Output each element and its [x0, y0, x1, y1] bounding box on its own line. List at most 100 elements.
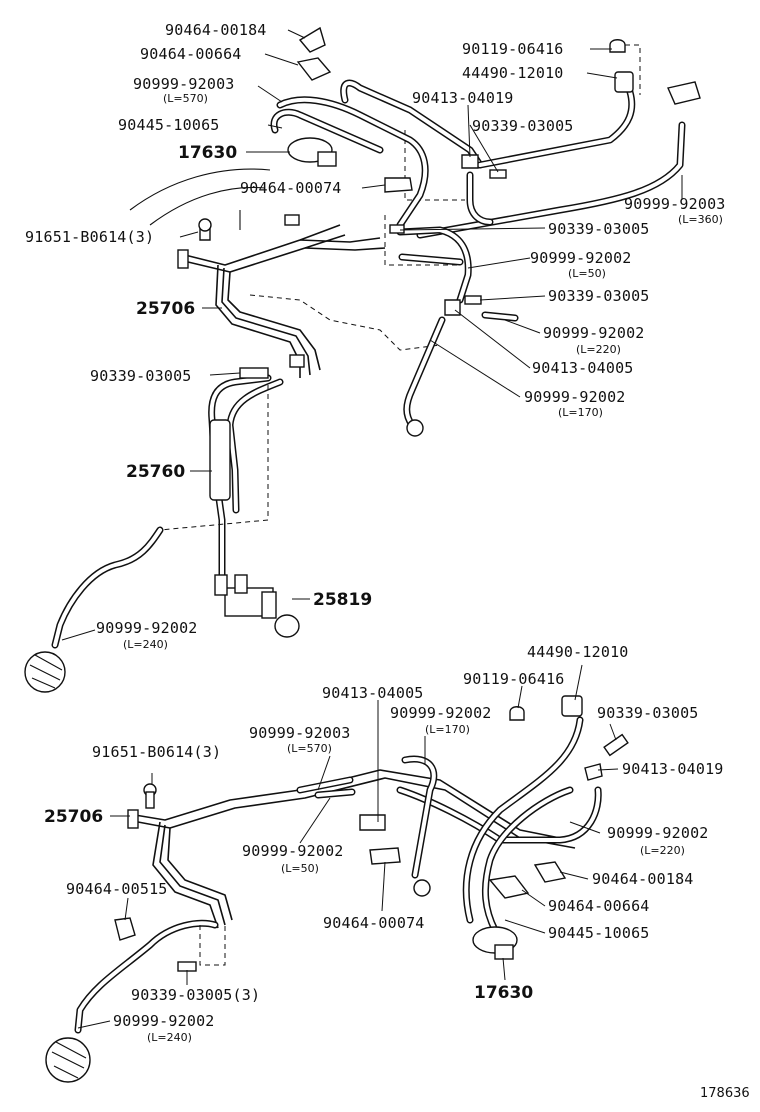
part-label: 90339-03005 — [548, 287, 650, 305]
plug-90339-03005-upper-a — [489, 169, 507, 179]
bolt-90119-06416-lower — [509, 706, 525, 721]
hose-sleeve — [209, 419, 231, 501]
clamp-90464-00074-lower — [369, 847, 401, 865]
lower-labels: 44490-12010 90119-06416 90413-04005 9099… — [44, 643, 724, 1044]
hose-end-fitting-lower — [413, 879, 431, 897]
pipe-25706-line-1 — [184, 224, 341, 266]
part-label: 90464-00664 — [140, 45, 242, 63]
length-label: (L=360) — [678, 213, 723, 226]
part-label: 90999-92002 — [113, 1012, 215, 1030]
connector-guide-dashed — [384, 215, 460, 266]
bolt-90119-06416-upper — [609, 39, 626, 53]
pipe-25706-lower-line-2 — [167, 827, 233, 921]
plug-90339-03005-upper-b — [389, 224, 405, 234]
plug-90339-03005-upper-d — [239, 367, 269, 379]
part-label: 25706 — [44, 807, 103, 827]
part-label: 17630 — [178, 143, 237, 163]
connector-guide-dashed — [159, 385, 269, 531]
part-label: 90999-92002 — [530, 249, 632, 267]
part-label: 25819 — [313, 590, 372, 610]
upper-labels: 90464-00184 90464-00664 90999-92003 (L=5… — [25, 21, 726, 651]
part-label: 91651-B0614(3) — [25, 228, 154, 246]
part-label: 90445-10065 — [548, 924, 650, 942]
length-label: (L=570) — [287, 742, 332, 755]
clamp-90464-00515 — [114, 917, 136, 941]
connector-guide-dashed — [625, 44, 641, 95]
hose-end-fitting — [406, 419, 424, 437]
part-label: 90464-00074 — [240, 179, 342, 197]
part-label: 90413-04019 — [622, 760, 724, 778]
vsv-44490-12010-upper — [614, 71, 634, 93]
connector-guide-dashed — [199, 925, 226, 966]
clamp-90464-00074 — [384, 177, 413, 193]
t-connector-90413-04005-lower — [359, 814, 386, 831]
part-label: 90445-10065 — [118, 116, 220, 134]
vsv-44490-12010-lower — [561, 695, 583, 717]
clamp-90464-00664-lower — [488, 875, 530, 899]
part-label: 90999-92002 — [607, 824, 709, 842]
engine-outline-dashed — [249, 294, 441, 351]
pipe-25706-line-2 — [227, 271, 321, 371]
length-label: (L=240) — [147, 1031, 192, 1044]
plug-90339-03005-upper-c — [464, 295, 482, 305]
clamp-90464-00184 — [298, 26, 326, 53]
filter-box-upper — [667, 81, 701, 105]
part-label: 90339-03005 — [90, 367, 192, 385]
part-label: 90339-03005(3) — [131, 986, 260, 1004]
vsv-25819-connector — [274, 614, 300, 638]
t-connector-90413-04019-upper — [461, 154, 479, 169]
part-label: 90999-92003 — [249, 724, 351, 742]
engine-outline-curve — [129, 168, 271, 211]
lower-assembly-drawing — [45, 695, 629, 1083]
part-label: 90339-03005 — [548, 220, 650, 238]
length-label: (L=50) — [568, 267, 606, 280]
part-label: 90999-92003 — [133, 75, 235, 93]
leader-lines — [61, 29, 683, 1029]
length-label: (L=570) — [163, 92, 208, 105]
part-label: 90119-06416 — [463, 670, 565, 688]
length-label: (L=220) — [576, 343, 621, 356]
upper-assembly-drawing — [24, 26, 701, 693]
length-label: (L=170) — [425, 723, 470, 736]
part-label: 90999-92002 — [390, 704, 492, 722]
part-label: 90464-00074 — [323, 914, 425, 932]
part-label: 17630 — [474, 983, 533, 1003]
part-label: 44490-12010 — [527, 643, 629, 661]
part-label: 44490-12010 — [462, 64, 564, 82]
part-label: 25760 — [126, 462, 185, 482]
length-label: (L=240) — [123, 638, 168, 651]
part-label: 90119-06416 — [462, 40, 564, 58]
length-label: (L=220) — [640, 844, 685, 857]
connector-guide-dashed — [404, 130, 465, 201]
t-connector-90413-04019-lower — [584, 763, 603, 781]
plug-90339-03005-lower-b — [603, 733, 629, 757]
engine-outline-curve — [149, 186, 266, 226]
part-label: 90413-04005 — [322, 684, 424, 702]
length-label: (L=170) — [558, 406, 603, 419]
figure-number: 178636 — [700, 1086, 750, 1101]
bracket-top — [284, 214, 300, 226]
clamp-90464-00664 — [296, 57, 332, 81]
part-label: 91651-B0614(3) — [92, 743, 221, 761]
part-label: 90464-00184 — [592, 870, 694, 888]
part-label: 90999-92002 — [543, 324, 645, 342]
part-label: 25706 — [136, 299, 195, 319]
part-label: 90339-03005 — [597, 704, 699, 722]
part-label: 90464-00184 — [165, 21, 267, 39]
part-label: 90999-92002 — [96, 619, 198, 637]
part-label: 90999-92002 — [524, 388, 626, 406]
part-label: 90413-04019 — [412, 89, 514, 107]
bracket-lower — [289, 354, 305, 368]
part-label: 90464-00515 — [66, 880, 168, 898]
bracket-lower-assy — [127, 809, 139, 829]
part-label: 90999-92002 — [242, 842, 344, 860]
clamp-90464-00184-lower — [533, 861, 567, 883]
bracket-upper — [177, 249, 189, 269]
part-label: 90413-04005 — [532, 359, 634, 377]
plug-90339-03005-lower-a — [177, 961, 197, 972]
part-label: 90999-92003 — [624, 195, 726, 213]
part-label: 90339-03005 — [472, 117, 574, 135]
part-label: 90464-00664 — [548, 897, 650, 915]
